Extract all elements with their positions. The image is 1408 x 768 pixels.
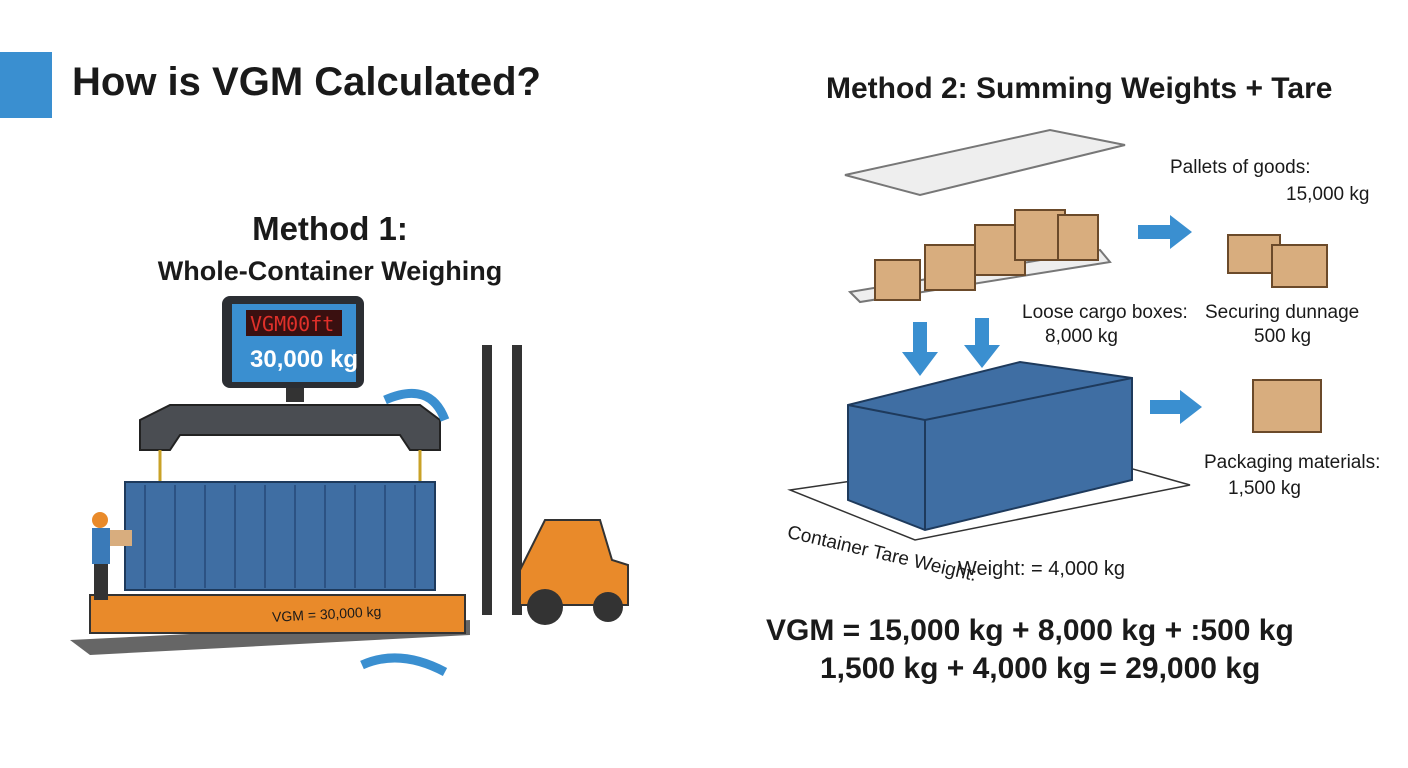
method2-title: Method 2: Summing Weights + Tare: [826, 72, 1333, 105]
weight-display: [222, 296, 364, 402]
container-2: [847, 360, 1133, 532]
lifting-beam: [139, 404, 441, 451]
rotate-arrow-icon: [383, 388, 450, 422]
equation-line-1: VGM = 15,000 kg + 8,000 kg + :500 kg: [766, 614, 1294, 647]
pallets-value: 15,000 kg: [1286, 184, 1370, 205]
container-1: [124, 481, 436, 591]
page-title: How is VGM Calculated?: [72, 60, 541, 104]
loose-cargo-label: Loose cargo boxes:: [1022, 302, 1188, 323]
display-weight: 30,000 kg: [250, 346, 359, 373]
worker: [92, 512, 108, 528]
display-top-readout: VGM00ft: [250, 312, 335, 336]
cargo-boxes: [874, 209, 1328, 433]
empty-pallet: [844, 128, 1126, 197]
pallets-label: Pallets of goods:: [1170, 157, 1311, 178]
dunnage-value: 500 kg: [1254, 326, 1312, 347]
arrow-icon: [902, 215, 1202, 424]
weighbridge: [89, 594, 466, 634]
packaging-label: Packaging materials:: [1204, 452, 1381, 473]
loose-cargo-value: 8,000 kg: [1045, 326, 1118, 347]
dunnage-label: Securing dunnage: [1205, 302, 1360, 323]
packaging-value: 1,500 kg: [1228, 478, 1301, 499]
method1-title: Method 1:: [252, 210, 408, 247]
forklift: [482, 345, 629, 625]
rotate-arrow-icon: [360, 653, 448, 676]
equation-line-2: 1,500 kg + 4,000 kg = 29,000 kg: [820, 652, 1261, 685]
method1-subtitle: Whole-Container Weighing: [157, 256, 503, 286]
title-accent-bar: [0, 52, 52, 118]
tare-value: Weight: = 4,000 kg: [958, 558, 1125, 580]
